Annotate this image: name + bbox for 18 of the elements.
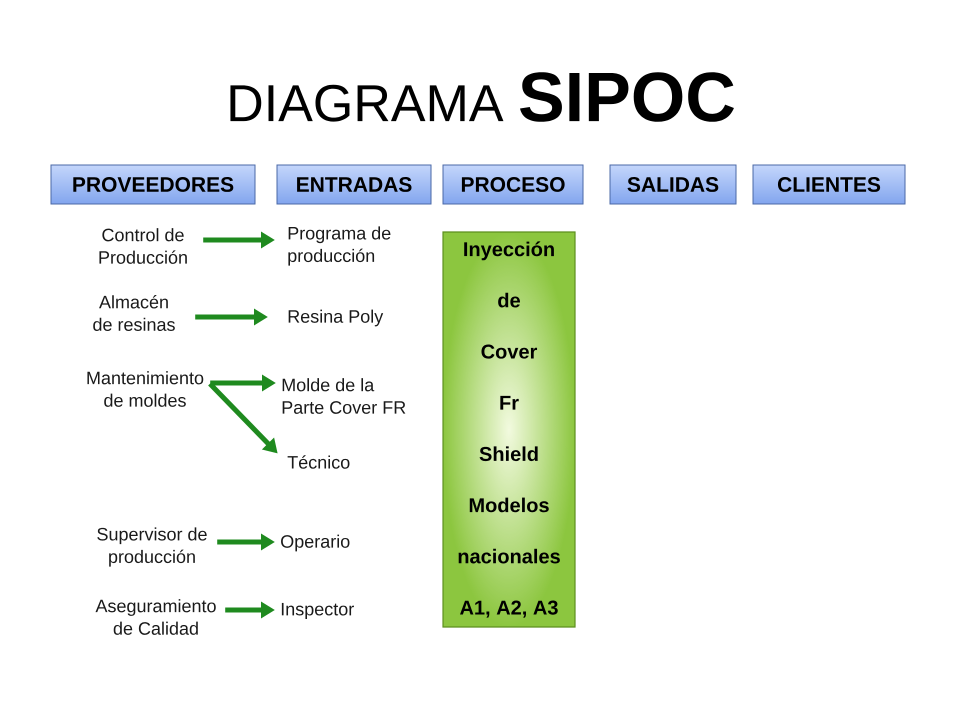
node-text: Resina Poly (288, 310, 384, 326)
column-header: PROCESO (442, 164, 584, 204)
process-box: Inyección de Cover Fr Shield Modelos nacionales A1, A2, A3 (442, 231, 576, 628)
node-text: Control de Producción (99, 228, 187, 264)
column-header: SALIDAS (610, 164, 736, 204)
node-text: Supervisor de producción (97, 527, 207, 567)
node-text: Inspector (282, 602, 354, 620)
node-text: Programa de producción (288, 226, 390, 266)
node-text: Mantenimiento de moldes (87, 371, 204, 407)
column-header: PROVEEDORES (50, 164, 256, 204)
column-header: CLIENTES (752, 164, 906, 204)
title: DIAGRAMA SIPOC (230, 72, 734, 122)
node-text: Operario (281, 534, 350, 552)
node-text: Almacén de resinas (93, 295, 175, 331)
node-text: Técnico (288, 455, 350, 469)
column-header: ENTRADAS (276, 164, 432, 204)
node-text: Aseguramiento de Calidad (96, 599, 216, 635)
node-text: Molde de la Parte Cover FR (282, 378, 406, 414)
